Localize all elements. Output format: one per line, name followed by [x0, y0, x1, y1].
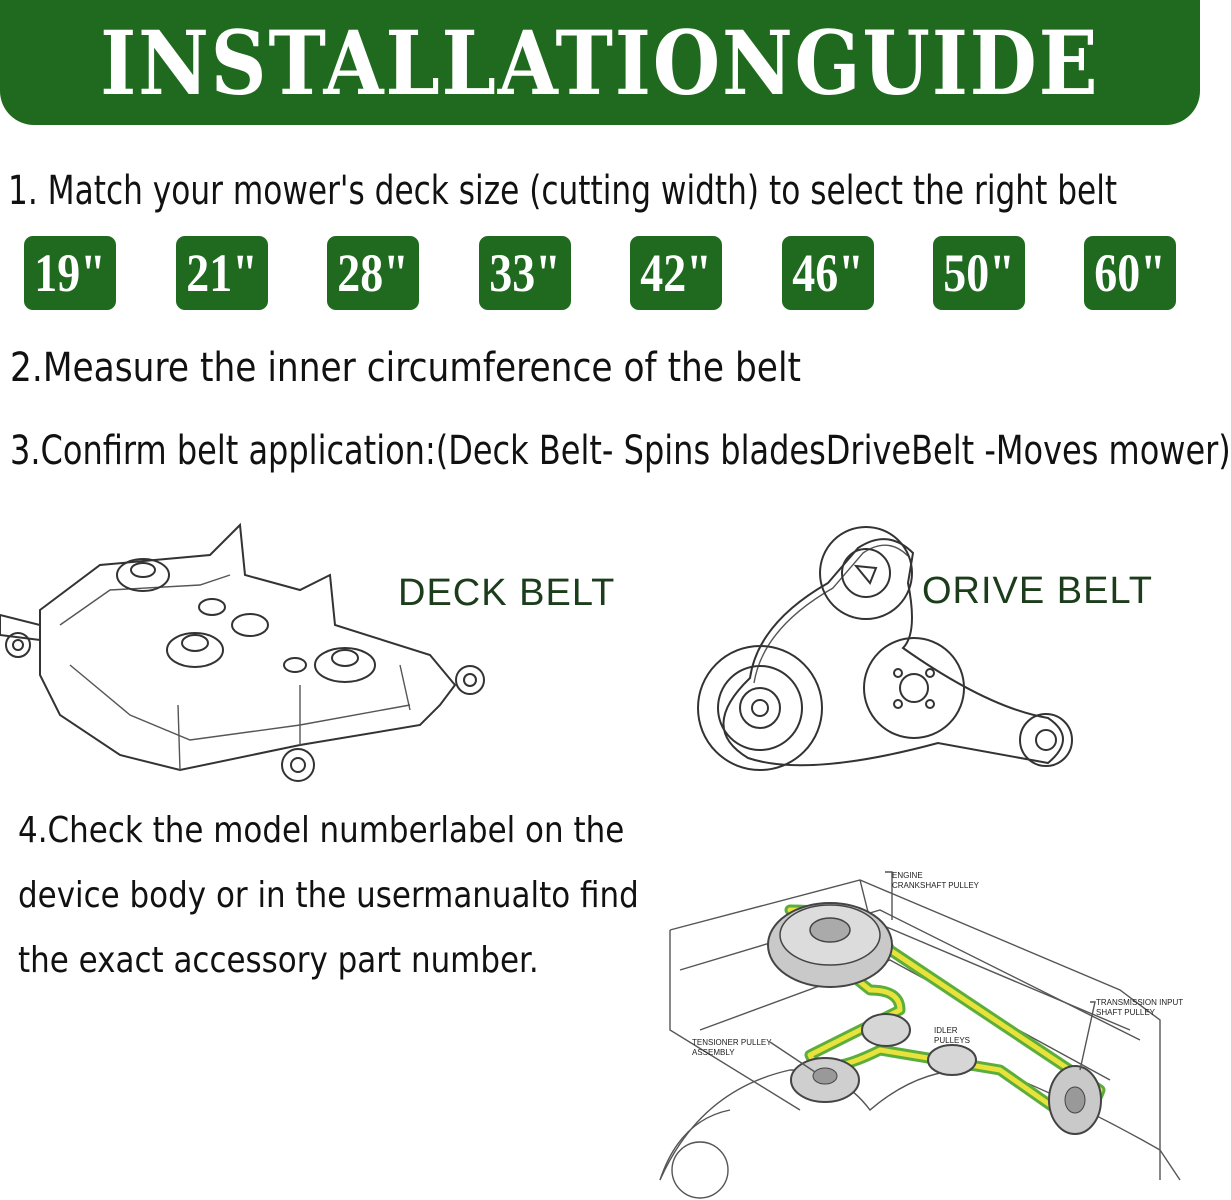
drive-belt-label: ORIVE BELT: [922, 570, 1154, 612]
drive-belt-illustration: [697, 526, 1073, 771]
size-badge: 19": [24, 236, 116, 310]
size-badge: 46": [782, 236, 874, 310]
step-4-line: device body or in the usermanualto find: [18, 875, 639, 916]
step-4-line: 4.Check the model numberlabel on the: [18, 810, 625, 851]
deck-size-list: 19" 21" 28" 33" 42" 46" 50" 60": [24, 236, 1184, 312]
size-badge: 33": [479, 236, 571, 310]
transmission-label: TRANSMISSION INPUT: [1096, 998, 1183, 1007]
step-2-text: 2.Measure the inner circumference of the…: [10, 345, 801, 391]
title-banner: INSTALLATIONGUIDE: [0, 0, 1200, 125]
crankshaft-label: CRANKSHAFT PULLEY: [892, 881, 980, 890]
page-title: INSTALLATIONGUIDE: [100, 10, 1100, 115]
engine-label: ENGINE: [892, 871, 923, 880]
size-badge: 21": [176, 236, 268, 310]
step-3-text: 3.Confirm belt application:(Deck Belt- S…: [10, 428, 1231, 474]
idler-label: IDLER: [934, 1026, 958, 1035]
tensioner-label: TENSIONER PULLEY: [692, 1038, 772, 1047]
deck-belt-label: DECK BELT: [398, 572, 616, 614]
size-badge: 28": [327, 236, 419, 310]
size-badge: 42": [630, 236, 722, 310]
size-badge: 50": [933, 236, 1025, 310]
size-badge: 60": [1084, 236, 1176, 310]
mower-belt-routing-diagram: ENGINE CRANKSHAFT PULLEY TRANSMISSION IN…: [659, 871, 1183, 1199]
idler-label-2: PULLEYS: [934, 1036, 970, 1045]
transmission-label-2: SHAFT PULLEY: [1096, 1008, 1156, 1017]
step-1-text: 1. Match your mower's deck size (cutting…: [8, 168, 1118, 214]
step-4-line: the exact accessory part number.: [18, 940, 539, 981]
deck-illustration: [0, 522, 485, 782]
tensioner-label-2: ASSEMBLY: [692, 1048, 735, 1057]
